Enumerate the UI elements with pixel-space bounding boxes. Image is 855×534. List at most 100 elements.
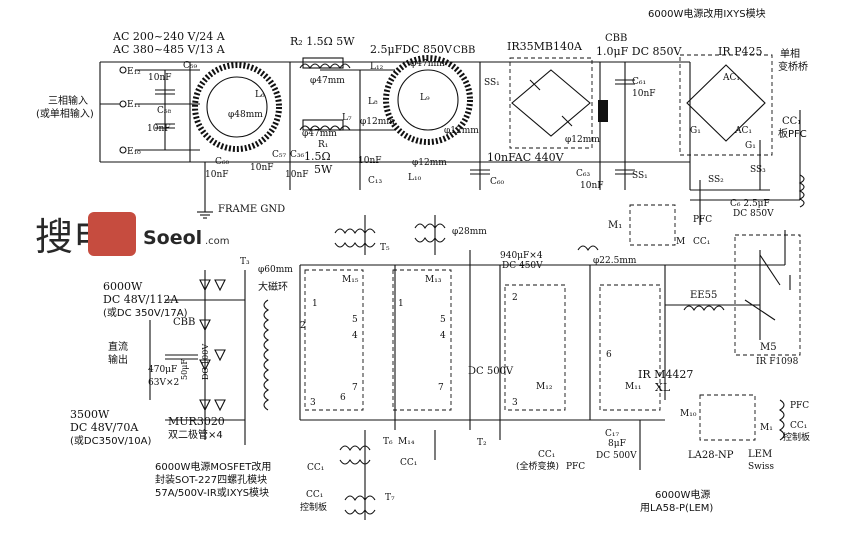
toroid-l6 <box>192 62 282 152</box>
fullbridge: (全桥变换) <box>516 460 559 472</box>
pin-5b: 5 <box>440 315 446 325</box>
series-inductors <box>299 57 351 132</box>
output-capacitors <box>165 354 198 360</box>
out6000-2: DC 48V/112A <box>103 293 179 306</box>
label-l7: L₇ <box>342 113 352 123</box>
cc-pfc-2: 板PFC <box>778 127 807 140</box>
cap-10nf-e: 10nF <box>285 170 309 180</box>
cbb-label-top: CBB <box>453 45 475 56</box>
outcap-63v: 63V×2 <box>148 378 179 388</box>
pin-3a: 3 <box>310 398 316 408</box>
label-l6: L₆ <box>255 90 265 100</box>
ac1-a: AC₁ <box>722 73 740 83</box>
ac-spec-line2: AC 380~485 V/13 A <box>112 43 226 56</box>
irm-2: XL <box>655 381 671 394</box>
cc1-b: CC₁ <box>400 458 417 468</box>
m5-label: M5 <box>760 342 777 353</box>
size-phi47-c: φ47mm <box>410 59 445 69</box>
watermark: 搜电 Soeol .com <box>35 212 230 259</box>
bridge-rectifier <box>509 57 593 149</box>
size-phi12-c: φ12mm <box>412 158 447 168</box>
phi28: φ28mm <box>452 227 487 237</box>
resistor-r1-watt: 5W <box>314 163 333 176</box>
direct-out-2: 输出 <box>108 353 128 366</box>
m12-label: M₁₂ <box>536 382 553 392</box>
terminal-e11: E₁₁ <box>127 100 141 110</box>
cap-10nf-d: 10nF <box>205 170 229 180</box>
single-phase-2: 变桥桥 <box>778 60 808 73</box>
mosfet-note-3: 57A/500V-IR或IXYS模块 <box>155 487 269 499</box>
cap-c61: C₆₁ <box>632 77 646 87</box>
cap-2-5uf: 2.5μFDC 850V <box>370 43 453 56</box>
lem-note-1: 6000W电源 <box>655 488 710 501</box>
cap-10nf-b: 10nF <box>147 124 171 134</box>
out3500-1: 3500W <box>70 408 110 421</box>
top-right-note: 6000W电源改用IXYS模块 <box>648 7 766 20</box>
irp425-module <box>679 54 773 156</box>
c17-1: C₁₇ <box>605 429 619 439</box>
cc-pfc-1: CC₁ <box>782 116 801 127</box>
c17-3: DC 500V <box>596 451 637 461</box>
m1-pfc: PFC <box>693 215 712 225</box>
bridge-part: IR35MB140A <box>507 40 583 53</box>
mosfet-note-1: 6000W电源MOSFET改用 <box>155 460 271 473</box>
cap-c60: C₆₀ <box>215 157 229 167</box>
irm-1: IR M4427 <box>638 368 693 381</box>
ss3: SS₃ <box>750 165 766 175</box>
pin-1a: 1 <box>312 299 318 309</box>
t7-label: T₇ <box>385 493 395 503</box>
mur-1: MUR3020 <box>168 415 225 428</box>
size-phi47-b: φ47mm <box>302 129 337 139</box>
cbb-label-bottom: CBB <box>173 317 195 328</box>
cap-940-1: 940μF×4 <box>500 251 543 261</box>
label-l12: L₁₂ <box>370 62 384 72</box>
label-l10: L₁₀ <box>408 173 422 183</box>
cap-10nf-a: 10nF <box>148 73 172 83</box>
transformer-coils <box>263 223 785 515</box>
pin-1b: 1 <box>398 299 404 309</box>
irf-label: IR F1098 <box>756 357 799 367</box>
cc-ctrl-a: 控制板 <box>300 501 327 513</box>
mosfet-blocks <box>304 204 801 441</box>
resistor-r1: R₁ <box>318 140 328 150</box>
ac1-b: AC₁ <box>734 126 752 136</box>
lem-brand: LEM <box>748 449 772 460</box>
single-phase-1: 单相 <box>780 47 800 60</box>
g1-b: G₁ <box>745 141 756 151</box>
big-ring: 大磁环 <box>258 280 288 293</box>
lem-note-2: 用LA58-P(LEM) <box>640 503 713 514</box>
cap-c13: C₁₃ <box>368 176 382 186</box>
t3-label: T₃ <box>240 257 250 267</box>
c17-2: 8μF <box>608 439 626 449</box>
m14-label: M₁₄ <box>398 437 415 447</box>
m1b-pfc: PFC <box>790 401 809 411</box>
ac-spec-line1: AC 200~240 V/24 A <box>112 30 226 43</box>
input-label-1: 三相输入 <box>48 94 88 107</box>
cc1-c: CC₁ <box>306 490 323 500</box>
mosfet-note-2: 封装SOT-227四螺孔模块 <box>155 473 267 486</box>
pin-6a: 6 <box>340 393 346 403</box>
watermark-small: Soeol <box>143 227 202 249</box>
out6000-1: 6000W <box>103 280 143 293</box>
label-l9: L₉ <box>420 93 430 103</box>
cap-c36: C₃₆ <box>290 150 304 160</box>
cap-c57: C₅₇ <box>272 150 286 160</box>
output-diodes <box>199 279 226 412</box>
ss2: SS₂ <box>708 175 724 185</box>
out3500-2: DC 48V/70A <box>70 421 139 434</box>
cap-940-2: DC 450V <box>502 261 543 271</box>
top-capacitors <box>155 79 635 175</box>
m11-label: M₁₁ <box>625 382 641 392</box>
resistor-r2: R₂ 1.5Ω 5W <box>290 35 355 48</box>
cc1-a: CC₁ <box>307 463 324 473</box>
out3500-3: (或DC350V/10A) <box>70 435 151 447</box>
pin-5a: 5 <box>352 315 358 325</box>
direct-out-1: 直流 <box>108 340 128 353</box>
phi60: φ60mm <box>258 265 293 275</box>
ground-symbol <box>197 211 213 219</box>
out6000-3: (或DC 350V/17A) <box>103 307 188 319</box>
m13-label: M₁₃ <box>425 275 442 285</box>
cap-c63: C₆₃ <box>576 169 590 179</box>
size-phi12-a: φ12mm <box>360 117 395 127</box>
